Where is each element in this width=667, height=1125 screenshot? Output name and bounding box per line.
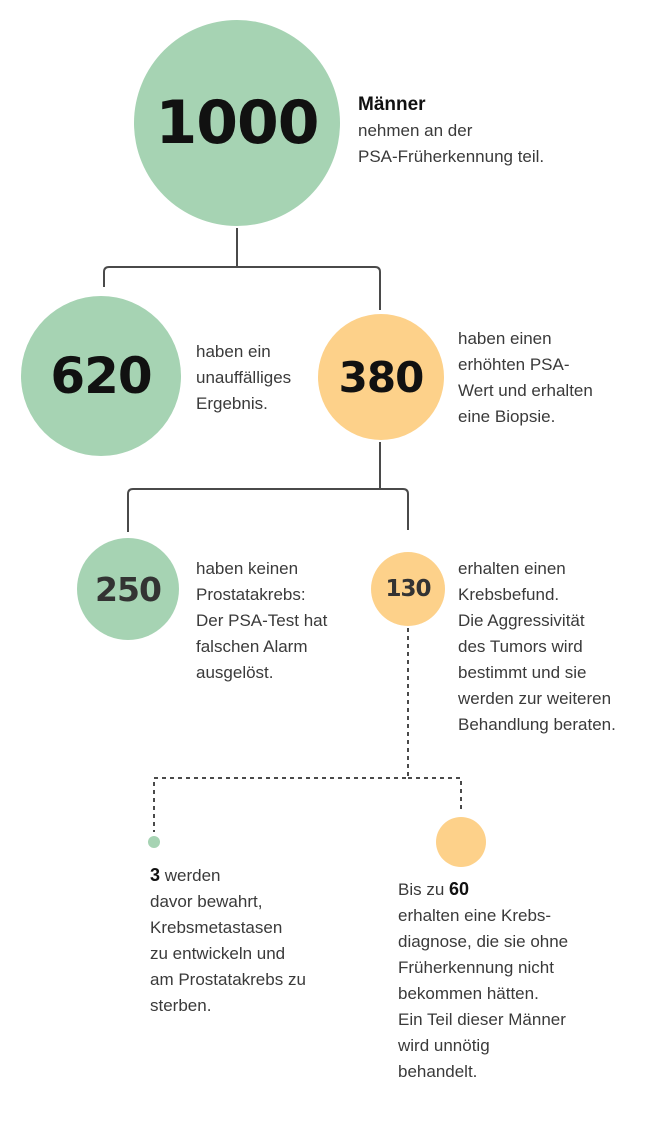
cancer-found-line-1: erhalten einen [458,559,566,578]
connector-root-split [103,228,381,310]
overdiagnosed-number: 60 [449,879,470,899]
overdiagnosed-prefix: Bis zu [398,880,445,899]
cancer-found-line-4: des Tumors wird [458,637,583,656]
overdiagnosed-line-7: behandelt. [398,1062,478,1081]
root-line-1: nehmen an der [358,121,473,140]
elevated-text: haben einen erhöhten PSA- Wert und erhal… [458,326,593,430]
overdiagnosed-headline: Bis zu 60 [398,876,568,903]
unremarkable-line-3: Ergebnis. [196,394,268,413]
false-alarm-line-5: ausgelöst. [196,663,274,682]
cancer-found-text: erhalten einen Krebsbefund. Die Aggressi… [458,556,616,738]
root-number: 1000 [155,88,320,158]
overdiagnosed-line-5: Ein Teil dieser Männer [398,1010,566,1029]
connector-elevated-split [127,442,409,532]
unremarkable-circle: 620 [21,296,181,456]
root-title: Männer [358,94,426,115]
cancer-found-line-7: Behandlung beraten. [458,715,616,734]
false-alarm-line-2: Prostatakrebs: [196,585,306,604]
saved-headline: 3 werden [150,862,306,889]
elevated-circle: 380 [318,314,444,440]
saved-line-4: am Prostatakrebs zu [150,970,306,989]
saved-line-2: Krebsmetastasen [150,918,283,937]
overdiagnosed-dot [436,817,486,867]
saved-line-1: davor bewahrt, [150,892,263,911]
root-text: Männer nehmen an der PSA-Früherkennung t… [358,92,544,170]
overdiagnosed-line-3: Früherkennung nicht [398,958,554,977]
root-circle: 1000 [134,20,340,226]
unremarkable-number: 620 [50,347,152,405]
saved-suffix: werden [164,866,221,885]
overdiagnosed-line-6: wird unnötig [398,1036,490,1055]
overdiagnosed-line-1: erhalten eine Krebs- [398,906,552,925]
cancer-found-line-5: bestimmt und sie [458,663,587,682]
saved-dot [148,836,160,848]
cancer-found-line-3: Die Aggressivität [458,611,585,630]
saved-number: 3 [150,865,161,885]
cancer-found-line-6: werden zur weiteren [458,689,612,708]
overdiagnosed-line-2: diagnose, die sie ohne [398,932,569,951]
elevated-line-3: Wert und erhalten [458,381,593,400]
elevated-line-4: eine Biopsie. [458,407,556,426]
false-alarm-circle: 250 [77,538,179,640]
unremarkable-text: haben ein unauffälliges Ergebnis. [196,339,291,417]
false-alarm-line-4: falschen Alarm [196,637,308,656]
cancer-found-circle: 130 [371,552,445,626]
root-line-2: PSA-Früherkennung teil. [358,147,545,166]
false-alarm-line-1: haben keinen [196,559,299,578]
connector-outcome-split [153,628,462,832]
saved-line-5: sterben. [150,996,212,1015]
unremarkable-line-2: unauffälliges [196,368,292,387]
false-alarm-text: haben keinen Prostatakrebs: Der PSA-Test… [196,556,327,686]
saved-text: 3 werden davor bewahrt, Krebsmetastasen … [150,862,306,1019]
cancer-found-line-2: Krebsbefund. [458,585,560,604]
elevated-line-1: haben einen [458,329,552,348]
false-alarm-number: 250 [95,569,162,609]
unremarkable-line-1: haben ein [196,342,271,361]
cancer-found-number: 130 [385,576,431,602]
overdiagnosed-line-4: bekommen hätten. [398,984,539,1003]
elevated-line-2: erhöhten PSA- [458,355,570,374]
saved-line-3: zu entwickeln und [150,944,286,963]
false-alarm-line-3: Der PSA-Test hat [196,611,328,630]
overdiagnosed-text: Bis zu 60 erhalten eine Krebs- diagnose,… [398,876,568,1085]
elevated-number: 380 [338,352,425,402]
